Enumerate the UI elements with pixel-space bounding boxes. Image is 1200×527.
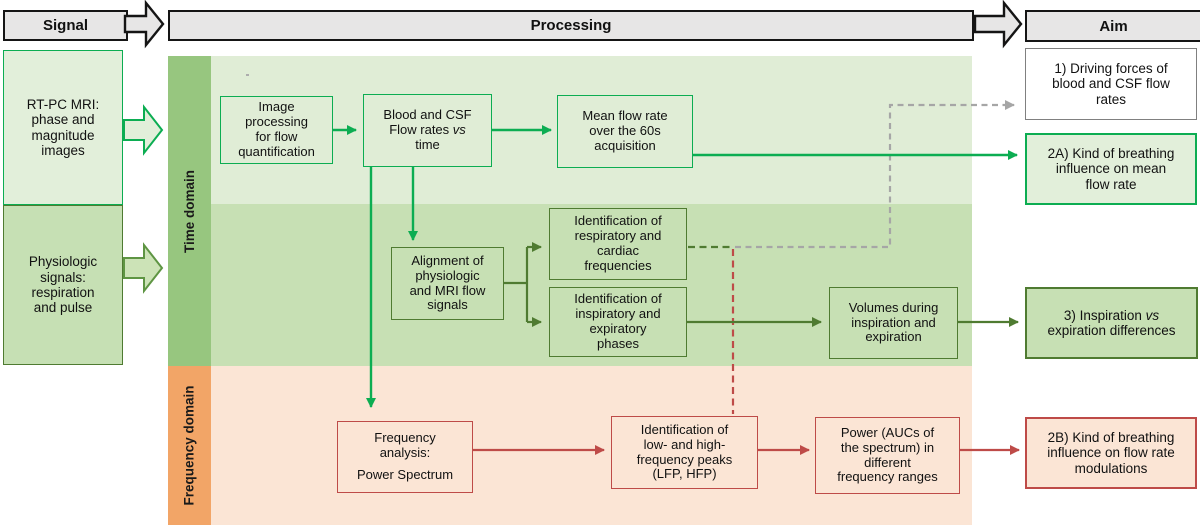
header-aim: Aim — [1025, 10, 1200, 42]
aim-box-3-label: 3) Inspiration vs expiration differences — [1047, 308, 1175, 339]
header-signal: Signal — [3, 10, 128, 41]
header-aim-label: Aim — [1099, 17, 1128, 35]
block-arrow-signal-to-processing-icon — [123, 0, 165, 49]
box-alignment: Alignment of physiologic and MRI flow si… — [391, 247, 504, 320]
box-ident-peaks: Identification of low- and high- frequen… — [611, 416, 758, 489]
frequency-analysis-line1: Frequency analysis: — [374, 430, 436, 461]
aim-box-1-driving-forces: 1) Driving forces of blood and CSF flow … — [1025, 48, 1197, 120]
aim-box-2a-breathing-mean: 2A) Kind of breathing influence on mean … — [1025, 133, 1197, 205]
block-arrow-processing-to-aim-icon — [973, 0, 1023, 49]
aim-box-1-label: 1) Driving forces of blood and CSF flow … — [1052, 60, 1170, 107]
box-ident-peaks-label: Identification of low- and high- frequen… — [636, 421, 733, 482]
box-volumes: Volumes during inspiration and expiratio… — [829, 287, 958, 359]
box-alignment-label: Alignment of physiologic and MRI flow si… — [409, 252, 486, 313]
blood-csf-pre: Blood and CSF Flow rates — [383, 107, 472, 138]
header-processing: Processing — [168, 10, 974, 41]
box-ident-frequencies: Identification of respiratory and cardia… — [549, 208, 687, 280]
aim-box-2b-breathing-modulations: 2B) Kind of breathing influence on flow … — [1025, 417, 1197, 489]
box-power-aucs-label: Power (AUCs of the spectrum) in differen… — [837, 424, 938, 485]
speck-artifact — [246, 74, 249, 76]
box-ident-phases-label: Identification of inspiratory and expira… — [574, 291, 662, 351]
box-blood-csf-flow-label: Blood and CSF Flow rates vs time — [383, 107, 472, 152]
block-arrow-rtpc-icon — [123, 104, 164, 156]
blood-csf-post: time — [415, 136, 440, 152]
signal-box-rtpc-mri: RT-PC MRI: phase and magnitude images — [3, 50, 123, 205]
box-mean-flow-rate-label: Mean flow rate over the 60s acquisition — [582, 108, 668, 153]
aim-box-3-inspiration-expiration: 3) Inspiration vs expiration differences — [1025, 287, 1198, 359]
box-image-processing: Image processing for flow quantification — [220, 96, 333, 164]
header-signal-label: Signal — [42, 17, 88, 34]
signal-box-rtpc-mri-label: RT-PC MRI: phase and magnitude images — [26, 96, 100, 158]
lane-frequency-domain: Frequency domain — [168, 366, 211, 525]
aim3-pre: 3) Inspiration — [1063, 307, 1146, 323]
signal-box-physiologic-label: Physiologic signals: respiration and pul… — [28, 254, 98, 316]
blood-csf-vs: vs — [452, 122, 466, 138]
signal-box-physiologic: Physiologic signals: respiration and pul… — [3, 205, 123, 365]
box-ident-phases: Identification of inspiratory and expira… — [549, 287, 687, 357]
lane-time-domain: Time domain — [168, 56, 211, 366]
header-processing-label: Processing — [530, 17, 612, 34]
aim3-vs: vs — [1145, 307, 1160, 323]
box-ident-frequencies-label: Identification of respiratory and cardia… — [574, 213, 662, 273]
box-volumes-label: Volumes during inspiration and expiratio… — [848, 299, 939, 345]
box-blood-csf-flow: Blood and CSF Flow rates vs time — [363, 94, 492, 167]
lane-time-domain-label: Time domain — [182, 169, 197, 253]
block-arrow-physiologic-icon — [123, 242, 164, 294]
box-mean-flow-rate: Mean flow rate over the 60s acquisition — [557, 95, 693, 168]
box-frequency-analysis-label: Frequency analysis: Power Spectrum — [356, 430, 454, 482]
box-image-processing-label: Image processing for flow quantification — [238, 99, 315, 159]
box-frequency-analysis: Frequency analysis: Power Spectrum — [337, 421, 473, 493]
frequency-analysis-line2: Power Spectrum — [356, 466, 454, 482]
aim3-post: expiration differences — [1047, 323, 1176, 338]
box-power-aucs: Power (AUCs of the spectrum) in differen… — [815, 417, 960, 494]
lane-frequency-domain-label: Frequency domain — [182, 385, 197, 506]
aim-box-2a-label: 2A) Kind of breathing influence on mean … — [1047, 145, 1175, 192]
aim-box-2b-label: 2B) Kind of breathing influence on flow … — [1047, 429, 1175, 476]
